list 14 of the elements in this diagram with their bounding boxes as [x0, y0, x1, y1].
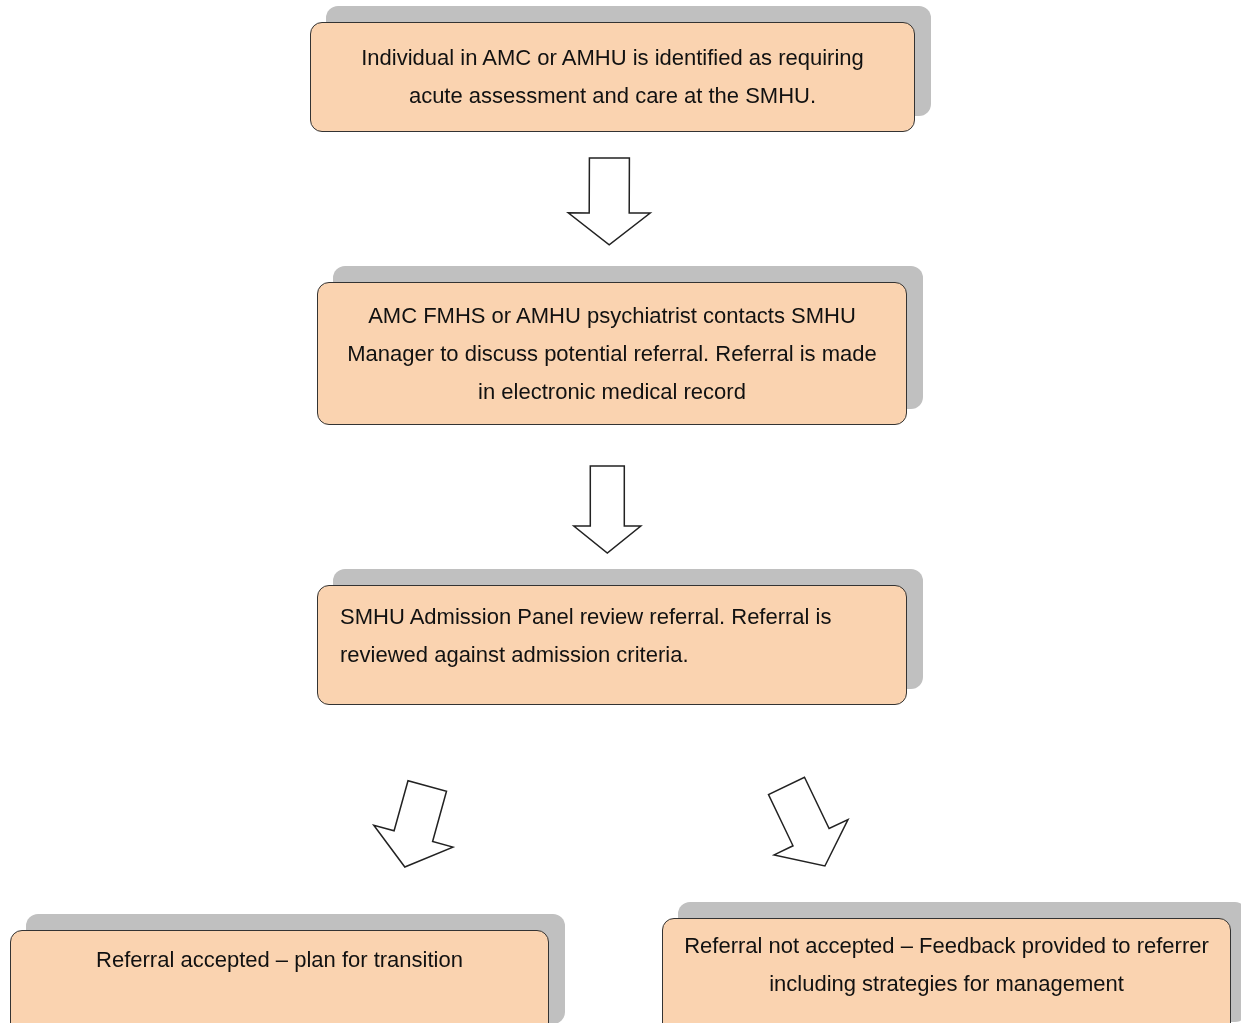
step-text: Individual in AMC or AMHU is identified as requiring acute assessment and care at the SMHU.	[360, 44, 865, 110]
process-box	[10, 930, 549, 1023]
step-text: Referral not accepted – Feedback provided to referrer including strategies for management	[683, 932, 1210, 998]
step-text: Referral accepted – plan for transition	[95, 946, 464, 974]
process-box	[662, 918, 1231, 1023]
process-box	[310, 22, 915, 132]
process-box	[317, 282, 907, 425]
step-text: AMC FMHS or AMHU psychiatrist contacts SMHU Manager to discuss potential referral. Referral is made in electronic medical record	[346, 301, 878, 406]
block-arrow	[371, 779, 456, 868]
block-arrow	[566, 157, 653, 246]
process-box	[317, 585, 907, 705]
block-arrow	[767, 776, 850, 867]
step-text: SMHU Admission Panel review referral. Referral is reviewed against admission criteria.	[340, 603, 833, 669]
block-arrow	[571, 465, 643, 554]
